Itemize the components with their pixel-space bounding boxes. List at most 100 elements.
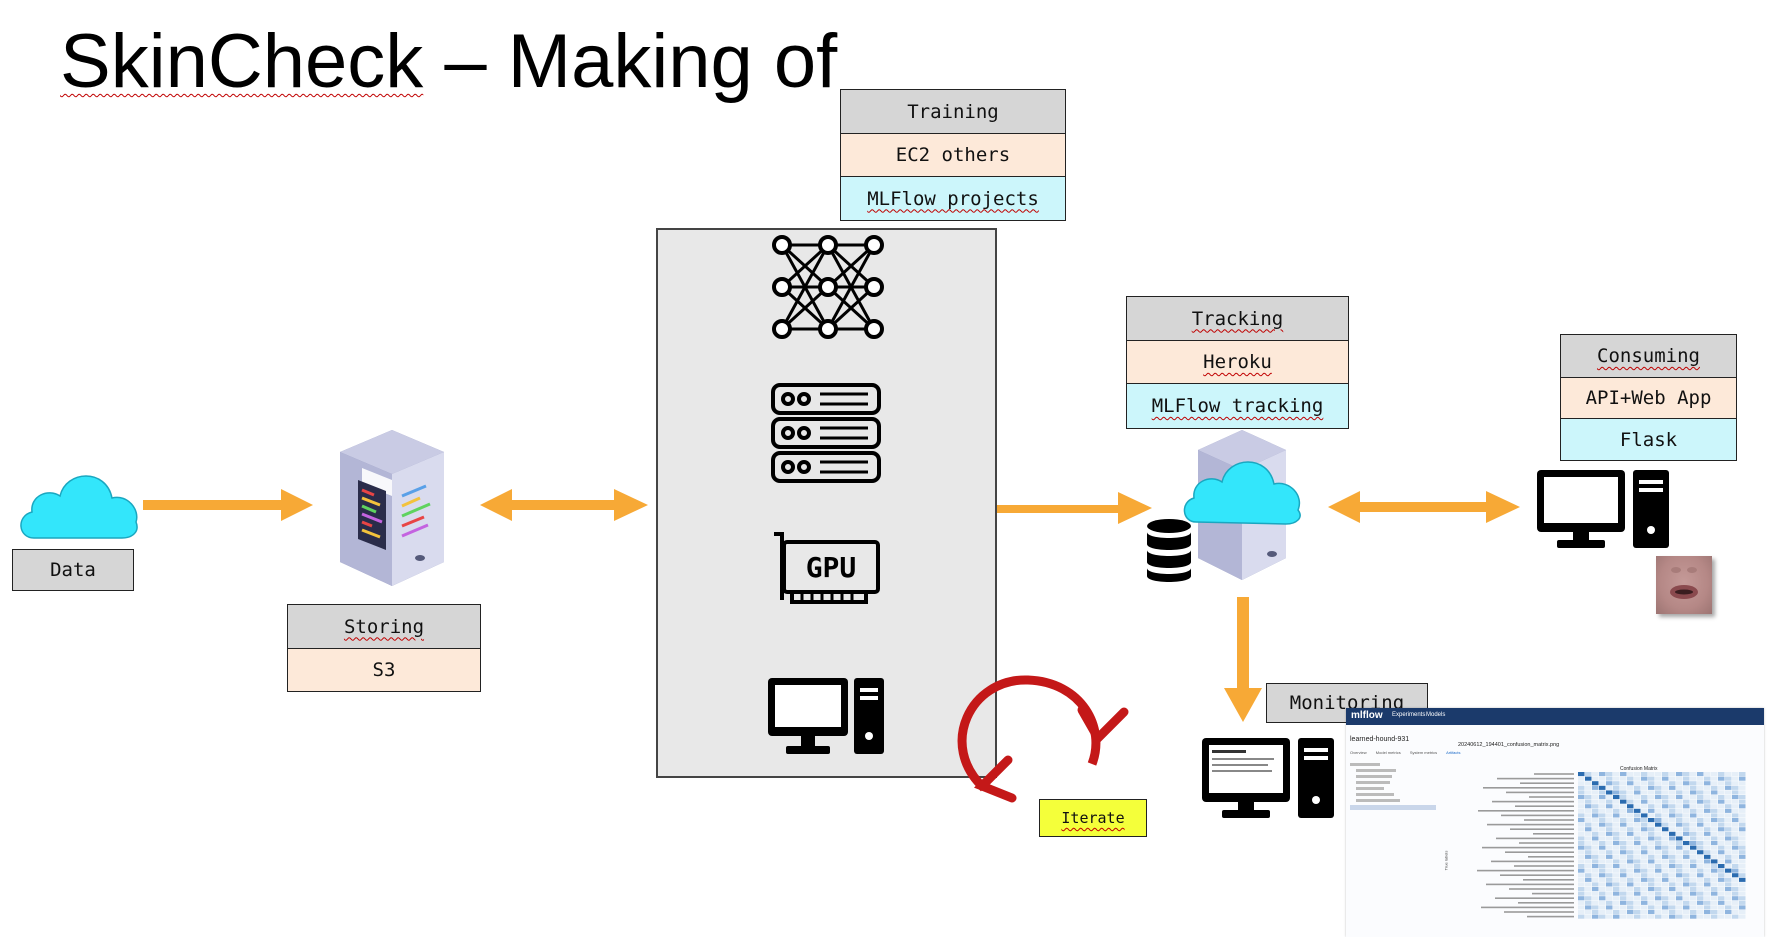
matrix-cell xyxy=(1648,785,1655,790)
matrix-cell xyxy=(1704,808,1711,813)
matrix-cell xyxy=(1683,799,1690,804)
matrix-cell xyxy=(1613,841,1620,846)
matrix-cell xyxy=(1683,831,1690,836)
matrix-cell xyxy=(1683,790,1690,795)
matrix-cell xyxy=(1585,836,1592,841)
matrix-cell xyxy=(1725,813,1732,818)
title-brand: SkinCheck xyxy=(60,19,424,104)
matrix-cell xyxy=(1683,877,1690,882)
matrix-cell xyxy=(1732,864,1739,869)
arrow-training-to-tracking xyxy=(997,492,1152,524)
matrix-cell xyxy=(1725,785,1732,790)
matrix-cell xyxy=(1662,822,1669,827)
tab-system-metrics[interactable]: System metrics xyxy=(1409,750,1438,755)
matrix-cell xyxy=(1669,795,1676,800)
matrix-cell xyxy=(1676,785,1683,790)
matrix-cell xyxy=(1732,804,1739,809)
matrix-cell xyxy=(1739,781,1746,786)
matrix-cell xyxy=(1725,868,1732,873)
matrix-cell xyxy=(1620,877,1627,882)
matrix-cell xyxy=(1662,781,1669,786)
matrix-cell xyxy=(1732,822,1739,827)
matrix-cell xyxy=(1690,827,1697,832)
matrix-cell xyxy=(1620,841,1627,846)
matrix-cell xyxy=(1697,900,1704,905)
matrix-cell xyxy=(1697,841,1704,846)
matrix-cell xyxy=(1627,896,1634,901)
matrix-cell xyxy=(1641,900,1648,905)
matrix-cell xyxy=(1697,795,1704,800)
matrix-cell xyxy=(1627,914,1634,919)
consuming-table: Consuming API+Web App Flask xyxy=(1560,334,1737,461)
matrix-cell xyxy=(1641,882,1648,887)
matrix-cell xyxy=(1718,910,1725,915)
matrix-cell xyxy=(1599,900,1606,905)
matrix-cell xyxy=(1599,891,1606,896)
matrix-cell xyxy=(1676,808,1683,813)
matrix-cell xyxy=(1634,799,1641,804)
matrix-cell xyxy=(1585,854,1592,859)
matrix-cell xyxy=(1662,896,1669,901)
matrix-cell xyxy=(1613,900,1620,905)
matrix-cell xyxy=(1732,882,1739,887)
matrix-cell xyxy=(1676,891,1683,896)
matrix-cell xyxy=(1669,877,1676,882)
matrix-cell xyxy=(1711,808,1718,813)
matrix-cell xyxy=(1711,854,1718,859)
matrix-cell xyxy=(1739,900,1746,905)
matrix-cell xyxy=(1599,868,1606,873)
matrix-cell xyxy=(1732,785,1739,790)
matrix-cell xyxy=(1655,776,1662,781)
mlflow-nav-experiments[interactable]: Experiments xyxy=(1392,712,1426,718)
matrix-cell xyxy=(1739,882,1746,887)
matrix-cell xyxy=(1655,891,1662,896)
matrix-cell xyxy=(1592,882,1599,887)
matrix-cell xyxy=(1718,896,1725,901)
matrix-cell xyxy=(1725,795,1732,800)
matrix-cell xyxy=(1725,877,1732,882)
matrix-cell xyxy=(1704,864,1711,869)
matrix-cell xyxy=(1641,854,1648,859)
matrix-cell xyxy=(1711,785,1718,790)
matrix-cell xyxy=(1648,831,1655,836)
matrix-cell xyxy=(1725,845,1732,850)
matrix-cell xyxy=(1676,900,1683,905)
matrix-cell xyxy=(1718,854,1725,859)
matrix-cell xyxy=(1704,859,1711,864)
tab-overview[interactable]: Overview xyxy=(1350,750,1367,755)
matrix-cell xyxy=(1641,795,1648,800)
matrix-cell xyxy=(1606,804,1613,809)
matrix-cell xyxy=(1592,785,1599,790)
matrix-cell xyxy=(1711,882,1718,887)
matrix-cell xyxy=(1725,887,1732,892)
matrix-cell xyxy=(1676,804,1683,809)
matrix-cell xyxy=(1627,873,1634,878)
matrix-cell xyxy=(1585,804,1592,809)
matrix-cell xyxy=(1711,910,1718,915)
matrix-row-label xyxy=(1505,851,1574,853)
matrix-cell xyxy=(1578,818,1585,823)
matrix-cell xyxy=(1739,850,1746,855)
matrix-cell xyxy=(1620,813,1627,818)
matrix-cell xyxy=(1725,864,1732,869)
matrix-cell xyxy=(1599,813,1606,818)
matrix-row-label xyxy=(1500,874,1574,876)
matrix-cell xyxy=(1676,772,1683,777)
matrix-cell xyxy=(1725,836,1732,841)
matrix-cell xyxy=(1690,877,1697,882)
matrix-cell xyxy=(1634,887,1641,892)
matrix-cell xyxy=(1641,772,1648,777)
matrix-cell xyxy=(1620,831,1627,836)
matrix-cell xyxy=(1704,914,1711,919)
matrix-row-label xyxy=(1514,865,1574,867)
mlflow-nav-models[interactable]: Models xyxy=(1426,712,1446,718)
matrix-cell xyxy=(1697,882,1704,887)
matrix-cell xyxy=(1641,804,1648,809)
matrix-row-label xyxy=(1533,833,1574,835)
tab-artifacts[interactable]: Artifacts xyxy=(1446,750,1461,755)
matrix-cell xyxy=(1662,887,1669,892)
tab-model-metrics[interactable]: Model metrics xyxy=(1375,750,1401,755)
matrix-cell xyxy=(1641,836,1648,841)
matrix-cell xyxy=(1683,781,1690,786)
matrix-cell xyxy=(1606,896,1613,901)
